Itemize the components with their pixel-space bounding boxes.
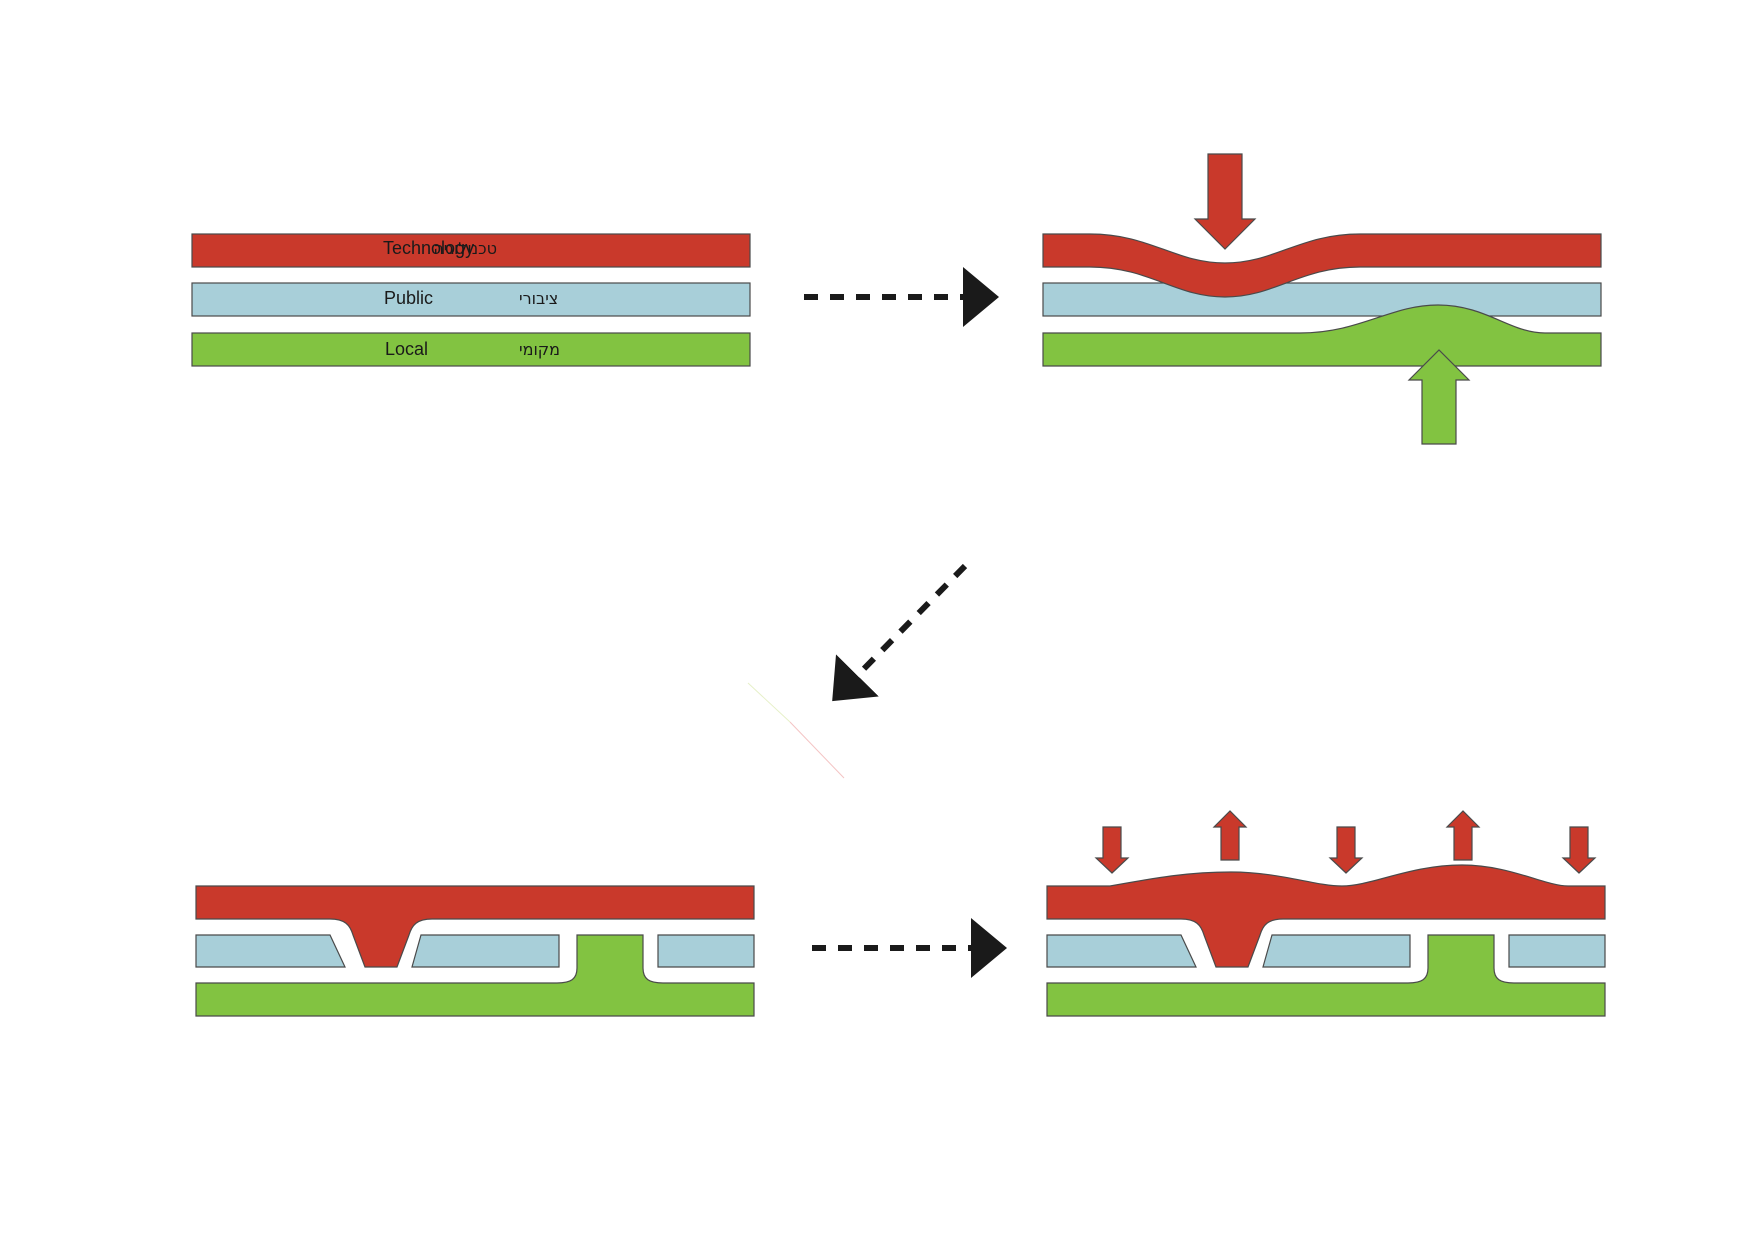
local-layer [191, 332, 751, 367]
dashed-arrow-icon [832, 563, 968, 702]
technology-label-he: טכנולוגיה [433, 239, 497, 258]
panel-connected-layers [195, 885, 755, 1017]
red-down-arrow-icon [1328, 826, 1364, 874]
green-up-arrow-icon [1407, 349, 1471, 445]
red-down-arrow-icon [1193, 153, 1257, 250]
red-up-arrow-icon [1212, 810, 1248, 861]
public-label-he: ציבורי [519, 289, 558, 308]
public-layer [1042, 282, 1602, 317]
red-up-arrow-icon [1445, 810, 1481, 861]
local-layer [1042, 304, 1602, 367]
technology-layer [195, 885, 755, 968]
public-layer-segment-right [657, 934, 755, 968]
panel-deformed-layers [1042, 153, 1602, 445]
technology-layer [1042, 233, 1602, 298]
local-label-en: Local [385, 339, 428, 359]
public-label-en: Public [384, 288, 433, 308]
red-down-arrow-icon [1094, 826, 1130, 874]
technology-layer [1046, 864, 1606, 968]
public-layer-segment-middle [1262, 934, 1411, 968]
public-layer-segment-middle [411, 934, 560, 968]
local-layer [1046, 934, 1606, 1017]
public-layer-segment-left [1046, 934, 1197, 968]
panel-flat-layers: Technology טכנולוגיה Public ציבורי Local… [191, 233, 751, 367]
panel-oscillating-layers [1046, 810, 1606, 1017]
public-layer [191, 282, 751, 317]
public-layer-segment-left [195, 934, 346, 968]
technology-layer [191, 233, 751, 268]
local-layer [195, 934, 755, 1017]
technology-label-en: Technology [383, 238, 474, 258]
stray-marks [747, 682, 845, 779]
public-layer-segment-right [1508, 934, 1606, 968]
red-down-arrow-icon [1561, 826, 1597, 874]
local-label-he: מקומי [519, 340, 560, 359]
